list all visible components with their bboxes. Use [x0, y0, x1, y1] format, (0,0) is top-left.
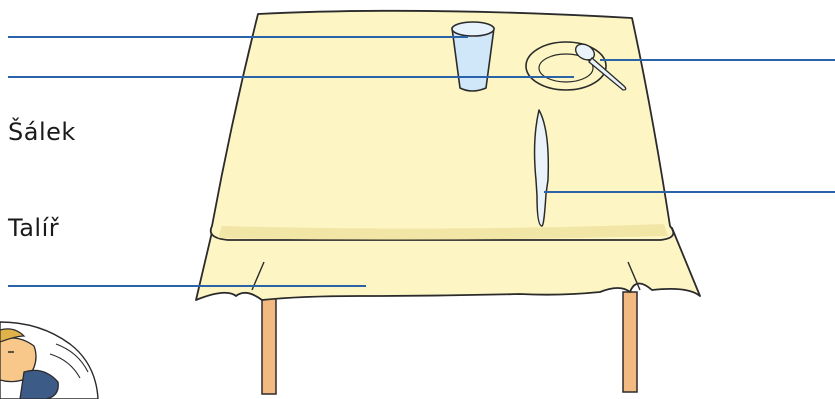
- label-lines-right: [544, 59, 835, 193]
- glass: [451, 21, 495, 92]
- tablecloth-shadow: [218, 224, 668, 240]
- tablecloth-folds: [251, 261, 641, 291]
- cartoon-figure-fragment: [0, 321, 99, 399]
- tablecloth-drape: [195, 227, 701, 301]
- label-lines-left: [8, 36, 574, 287]
- word-label-plate: Talíř: [8, 214, 60, 242]
- table-legs: [261, 291, 638, 395]
- table-leg-left: [261, 295, 277, 395]
- word-label-cup: Šálek: [8, 118, 76, 146]
- tablecloth-top: [209, 9, 675, 241]
- table-leg-right: [622, 291, 638, 393]
- knife: [533, 109, 550, 227]
- spoon: [574, 43, 627, 91]
